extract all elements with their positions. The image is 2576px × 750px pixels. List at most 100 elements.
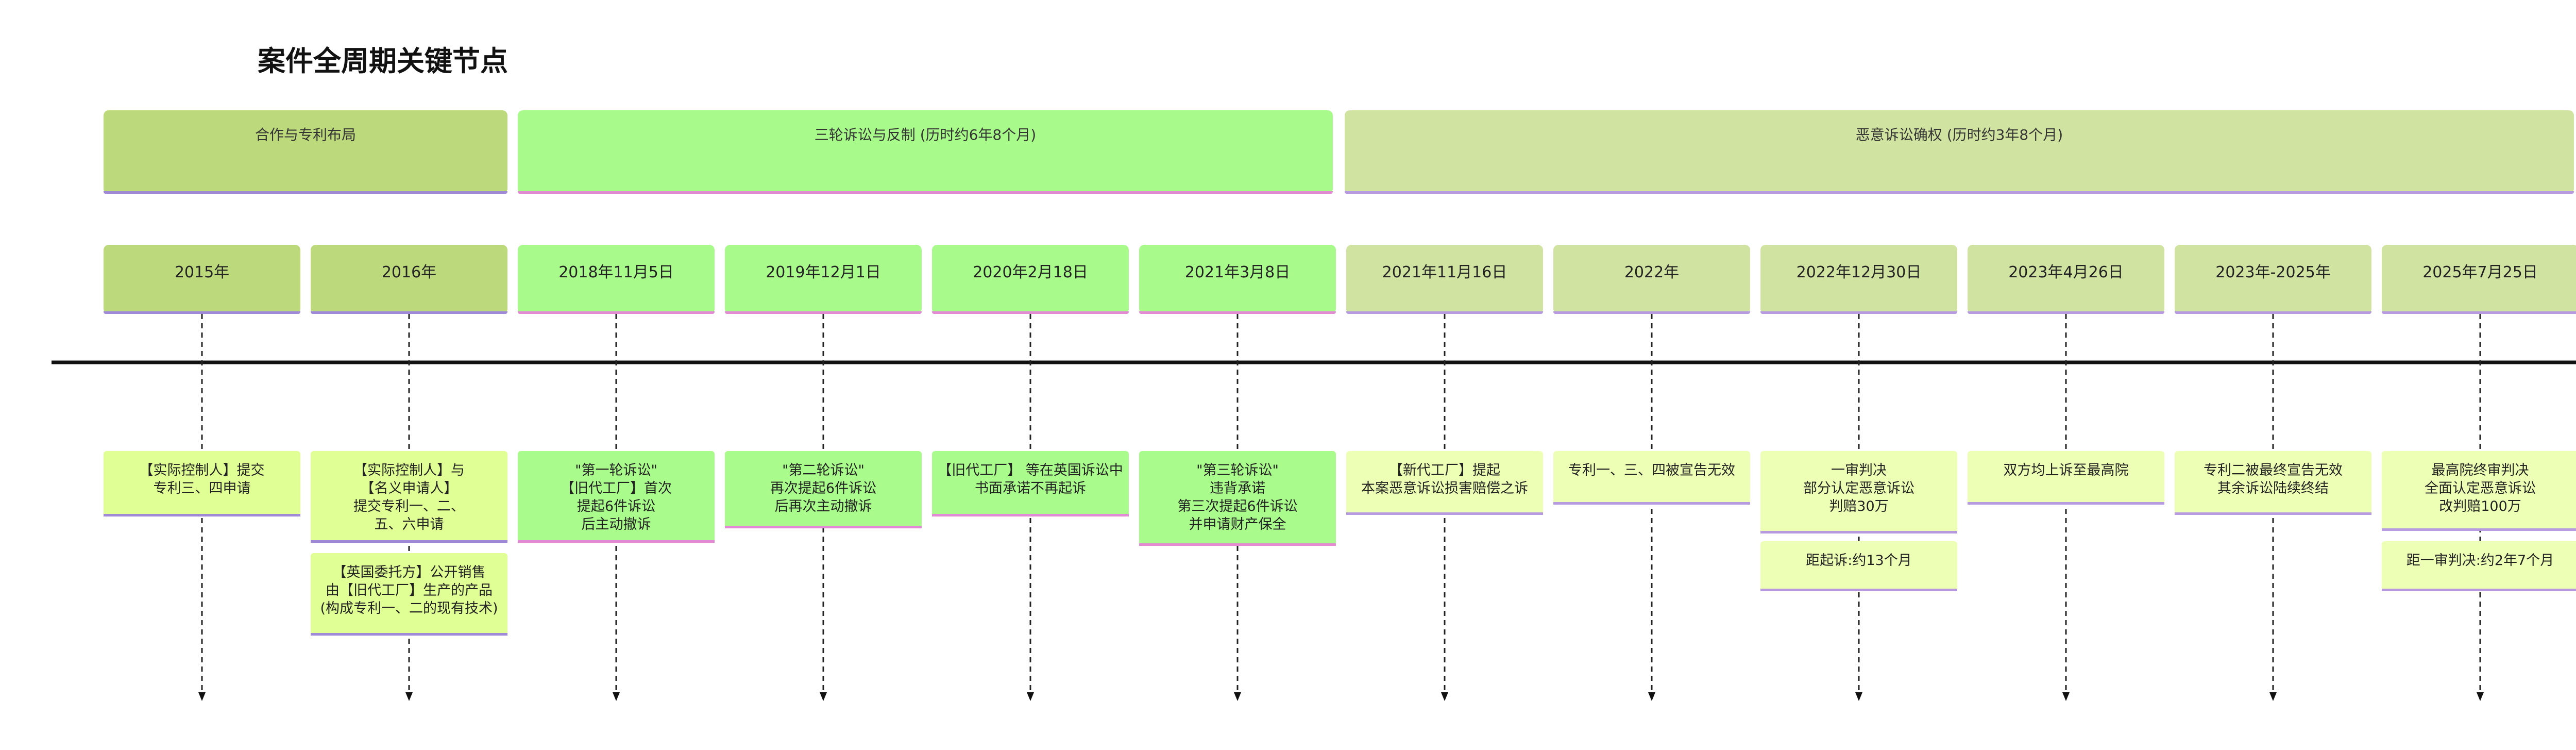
event-underline (104, 514, 300, 516)
event-text: 【旧代工厂】 等在英国诉讼中 书面承诺不再起诉 (938, 462, 1123, 496)
event-text: 专利二被最终宣告无效 其余诉讼陆续终结 (2204, 462, 2343, 496)
event-box-1: 【实际控制人】提交 专利三、四申请 (104, 451, 300, 516)
date-box-1: 2015年 (104, 245, 300, 314)
phase-label: 三轮诉讼与反制 (历时约6年8个月) (814, 126, 1037, 143)
phase-band-1: 合作与专利布局 (104, 110, 507, 194)
date-box-3: 2018年11月5日 (518, 245, 715, 314)
date-underline (2175, 311, 2371, 314)
event-text: "第三轮诉讼" 违背承诺 第三次提起6件诉讼 并申请财产保全 (1177, 462, 1298, 532)
phase-label: 恶意诉讼确权 (历时约3年8个月) (1855, 126, 2063, 143)
date-label: 2022年12月30日 (1796, 263, 1922, 281)
event-underline (932, 514, 1129, 516)
date-label: 2021年3月8日 (1184, 263, 1291, 281)
event-text: 专利一、三、四被宣告无效 (1568, 462, 1735, 478)
event-underline (518, 540, 715, 543)
date-underline (518, 311, 715, 314)
sub-event-text: 距起诉:约13个月 (1806, 553, 1912, 569)
phase-underline (518, 191, 1333, 194)
event-text: 【新代工厂】提起 本案恶意诉讼损害赔偿之诉 (1361, 462, 1528, 496)
connector-arrowhead (198, 692, 206, 701)
date-label: 2020年2月18日 (973, 263, 1088, 281)
date-box-9: 2022年12月30日 (1760, 245, 1957, 314)
connector-arrowhead (1027, 692, 1034, 701)
date-underline (932, 311, 1129, 314)
date-label: 2023年4月26日 (2008, 263, 2124, 281)
event-box-2: 【实际控制人】与 【名义申请人】 提交专利一、二、 五、六申请 (311, 451, 507, 543)
date-box-8: 2022年 (1553, 245, 1750, 314)
event-underline (1346, 512, 1543, 515)
date-box-4: 2019年12月1日 (725, 245, 922, 314)
phase-band-3: 恶意诉讼确权 (历时约3年8个月) (1345, 110, 2574, 194)
date-box-7: 2021年11月16日 (1346, 245, 1543, 314)
event-text: "第一轮诉讼" 【旧代工厂】首次 提起6件诉讼 后主动撤诉 (561, 462, 672, 532)
date-underline (725, 311, 922, 314)
connector-arrowhead (820, 692, 827, 701)
event-underline (2382, 528, 2576, 531)
phase-band-2: 三轮诉讼与反制 (历时约6年8个月) (518, 110, 1333, 194)
connector-arrowhead (405, 692, 413, 701)
date-underline (104, 311, 300, 314)
connector-arrowhead (1855, 692, 1862, 701)
date-box-5: 2020年2月18日 (932, 245, 1129, 314)
connector-arrowhead (1234, 692, 1241, 701)
date-underline (1760, 311, 1957, 314)
event-text: 最高院终审判决 全面认定恶意诉讼 改判赔100万 (2425, 462, 2536, 514)
date-underline (311, 311, 507, 314)
date-label: 2025年7月25日 (2422, 263, 2538, 281)
phase-label: 合作与专利布局 (255, 126, 356, 143)
date-label: 2016年 (381, 263, 437, 281)
event-underline (1553, 502, 1750, 505)
connector-arrowhead (1441, 692, 1448, 701)
date-label: 2022年 (1624, 263, 1680, 281)
event-box-8: 专利一、三、四被宣告无效 (1553, 451, 1750, 505)
event-box-5: 【旧代工厂】 等在英国诉讼中 书面承诺不再起诉 (932, 451, 1129, 516)
event-text: 一审判决 部分认定恶意诉讼 判赔30万 (1803, 462, 1914, 514)
date-underline (1553, 311, 1750, 314)
date-box-11: 2023年-2025年 (2175, 245, 2371, 314)
event-text: 双方均上诉至最高院 (2003, 462, 2129, 478)
date-box-6: 2021年3月8日 (1139, 245, 1336, 314)
date-underline (1139, 311, 1336, 314)
event-box-4: "第二轮诉讼" 再次提起6件诉讼 后再次主动撤诉 (725, 451, 922, 528)
event-underline (2175, 512, 2371, 515)
phase-underline (104, 191, 507, 194)
connector-arrowhead (613, 692, 620, 701)
date-label: 2021年11月16日 (1382, 263, 1507, 281)
connector-arrowhead (2477, 692, 2484, 701)
event-box-3: "第一轮诉讼" 【旧代工厂】首次 提起6件诉讼 后主动撤诉 (518, 451, 715, 543)
event-box-12: 最高院终审判决 全面认定恶意诉讼 改判赔100万 (2382, 451, 2576, 531)
event-box-9: 一审判决 部分认定恶意诉讼 判赔30万 (1760, 451, 1957, 534)
date-underline (1968, 311, 2164, 314)
event-underline (1139, 543, 1336, 546)
event-underline (2382, 589, 2576, 591)
sub-event-box-1: 【英国委托方】公开销售 由【旧代工厂】生产的产品 (构成专利一、二的现有技术) (311, 553, 507, 636)
sub-event-text: 距一审判决:约2年7个月 (2406, 553, 2554, 569)
date-label: 2019年12月1日 (766, 263, 881, 281)
date-box-2: 2016年 (311, 245, 507, 314)
sub-event-box-2: 距起诉:约13个月 (1760, 541, 1957, 591)
date-underline (2382, 311, 2576, 314)
event-underline (1760, 531, 1957, 534)
event-box-11: 专利二被最终宣告无效 其余诉讼陆续终结 (2175, 451, 2371, 515)
event-underline (311, 540, 507, 543)
event-box-10: 双方均上诉至最高院 (1968, 451, 2164, 505)
phase-underline (1345, 191, 2574, 194)
date-label: 2015年 (174, 263, 230, 281)
event-text: "第二轮诉讼" 再次提起6件诉讼 后再次主动撤诉 (770, 462, 877, 514)
date-label: 2018年11月5日 (558, 263, 674, 281)
event-underline (311, 633, 507, 636)
event-underline (725, 526, 922, 528)
date-label: 2023年-2025年 (2215, 263, 2331, 281)
event-text: 【实际控制人】与 【名义申请人】 提交专利一、二、 五、六申请 (353, 462, 465, 532)
event-underline (1968, 502, 2164, 505)
connector-arrowhead (2269, 692, 2277, 701)
date-box-10: 2023年4月26日 (1968, 245, 2164, 314)
event-text: 【实际控制人】提交 专利三、四申请 (139, 462, 265, 496)
event-box-6: "第三轮诉讼" 违背承诺 第三次提起6件诉讼 并申请财产保全 (1139, 451, 1336, 546)
connector-arrowhead (2062, 692, 2070, 701)
page-title: 案件全周期关键节点 (258, 45, 508, 77)
event-box-7: 【新代工厂】提起 本案恶意诉讼损害赔偿之诉 (1346, 451, 1543, 515)
sub-event-text: 【英国委托方】公开销售 由【旧代工厂】生产的产品 (构成专利一、二的现有技术) (320, 564, 498, 616)
date-box-12: 2025年7月25日 (2382, 245, 2576, 314)
